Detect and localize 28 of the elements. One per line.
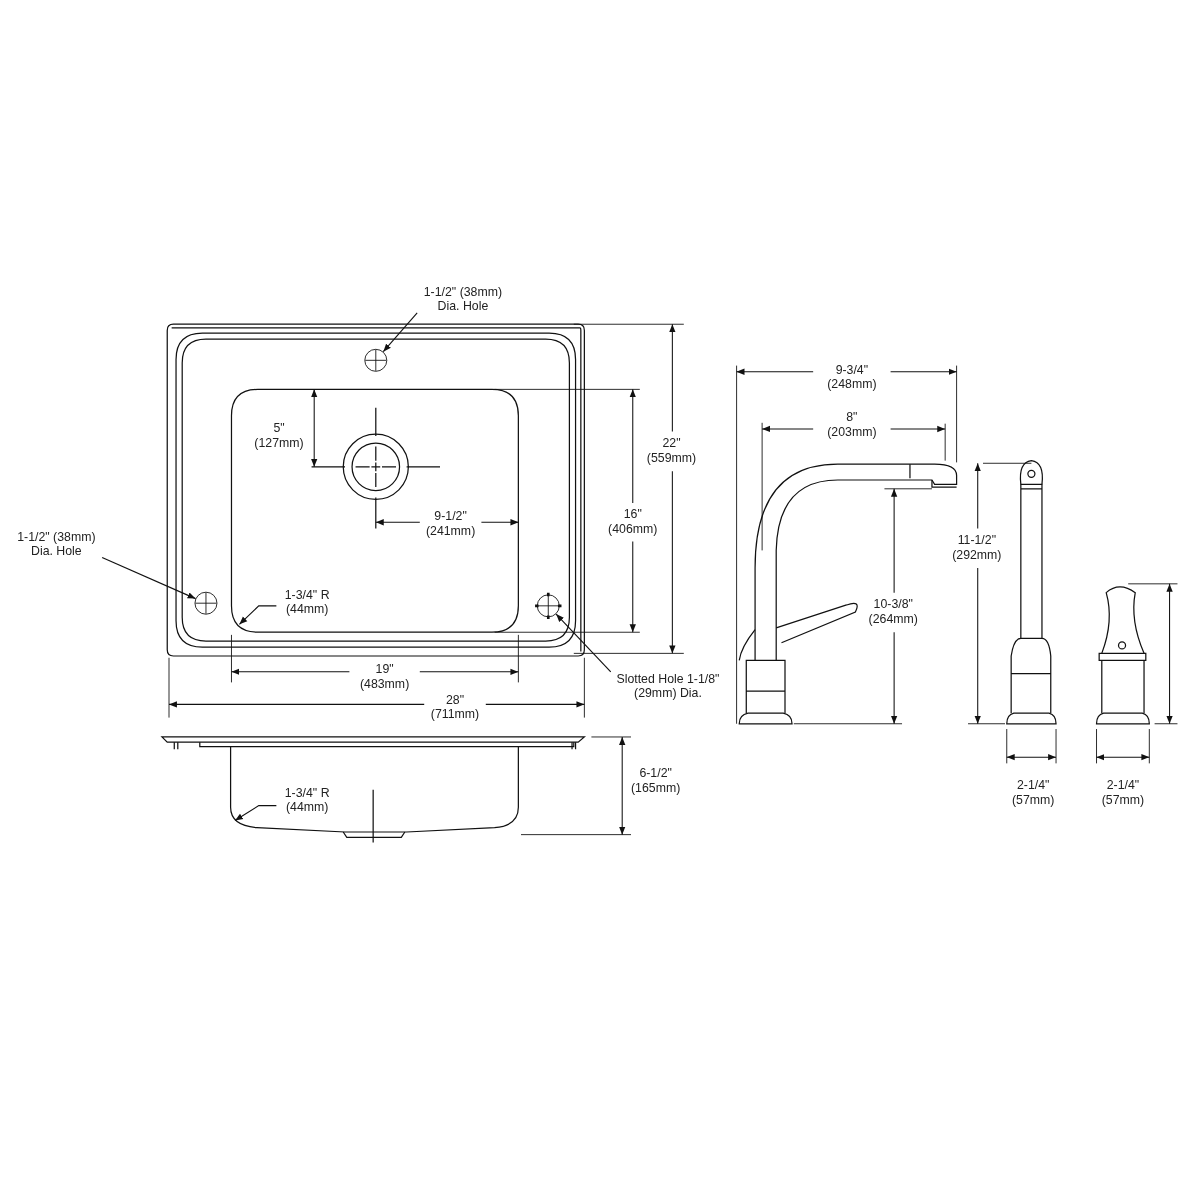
slotted-hole [536,594,560,618]
leader-line [555,613,612,673]
leader-line [382,312,418,353]
dimension-label: 16" (406mm) [607,506,659,537]
dimension-label: 10-3/8" (264mm) [867,597,919,627]
dimension-label: 9-3/4" (248mm) [826,362,878,392]
callout-text: 1-3/4" R (44mm) [276,587,338,616]
dimension-label: 28" (711mm) [429,692,481,722]
dimension-label: 2-1/4" (57mm) [1010,777,1056,808]
dimension-label: 8" (203mm) [826,409,878,440]
leader-line [234,805,277,822]
sink-basin [230,746,519,833]
dimension-label: 5" (127mm) [253,421,305,451]
callout-text: 1-1/2" (38mm) Dia. Hole [417,284,509,313]
sink-basin [230,388,519,633]
leader-line [238,605,277,625]
dimension-label: 19" (483mm) [358,661,411,692]
leader-line [101,556,197,600]
callout-text: Slotted Hole 1-1/8" (29mm) Dia. [610,671,726,700]
dimension-label: 2-1/4" (57mm) [1100,777,1146,808]
callout-text: 1-3/4" R (44mm) [276,785,338,814]
mounting-hole [194,591,218,615]
callout-text: 1-1/2" (38mm) Dia. Hole [10,529,103,558]
mounting-hole [364,348,388,372]
dimension-label: 9-1/2" (241mm) [424,508,477,539]
dimension-label: 22" (559mm) [645,435,698,466]
dimension-label: 11-1/2" (292mm) [951,532,1003,563]
dimension-label: 6-1/2" (165mm) [630,766,682,796]
